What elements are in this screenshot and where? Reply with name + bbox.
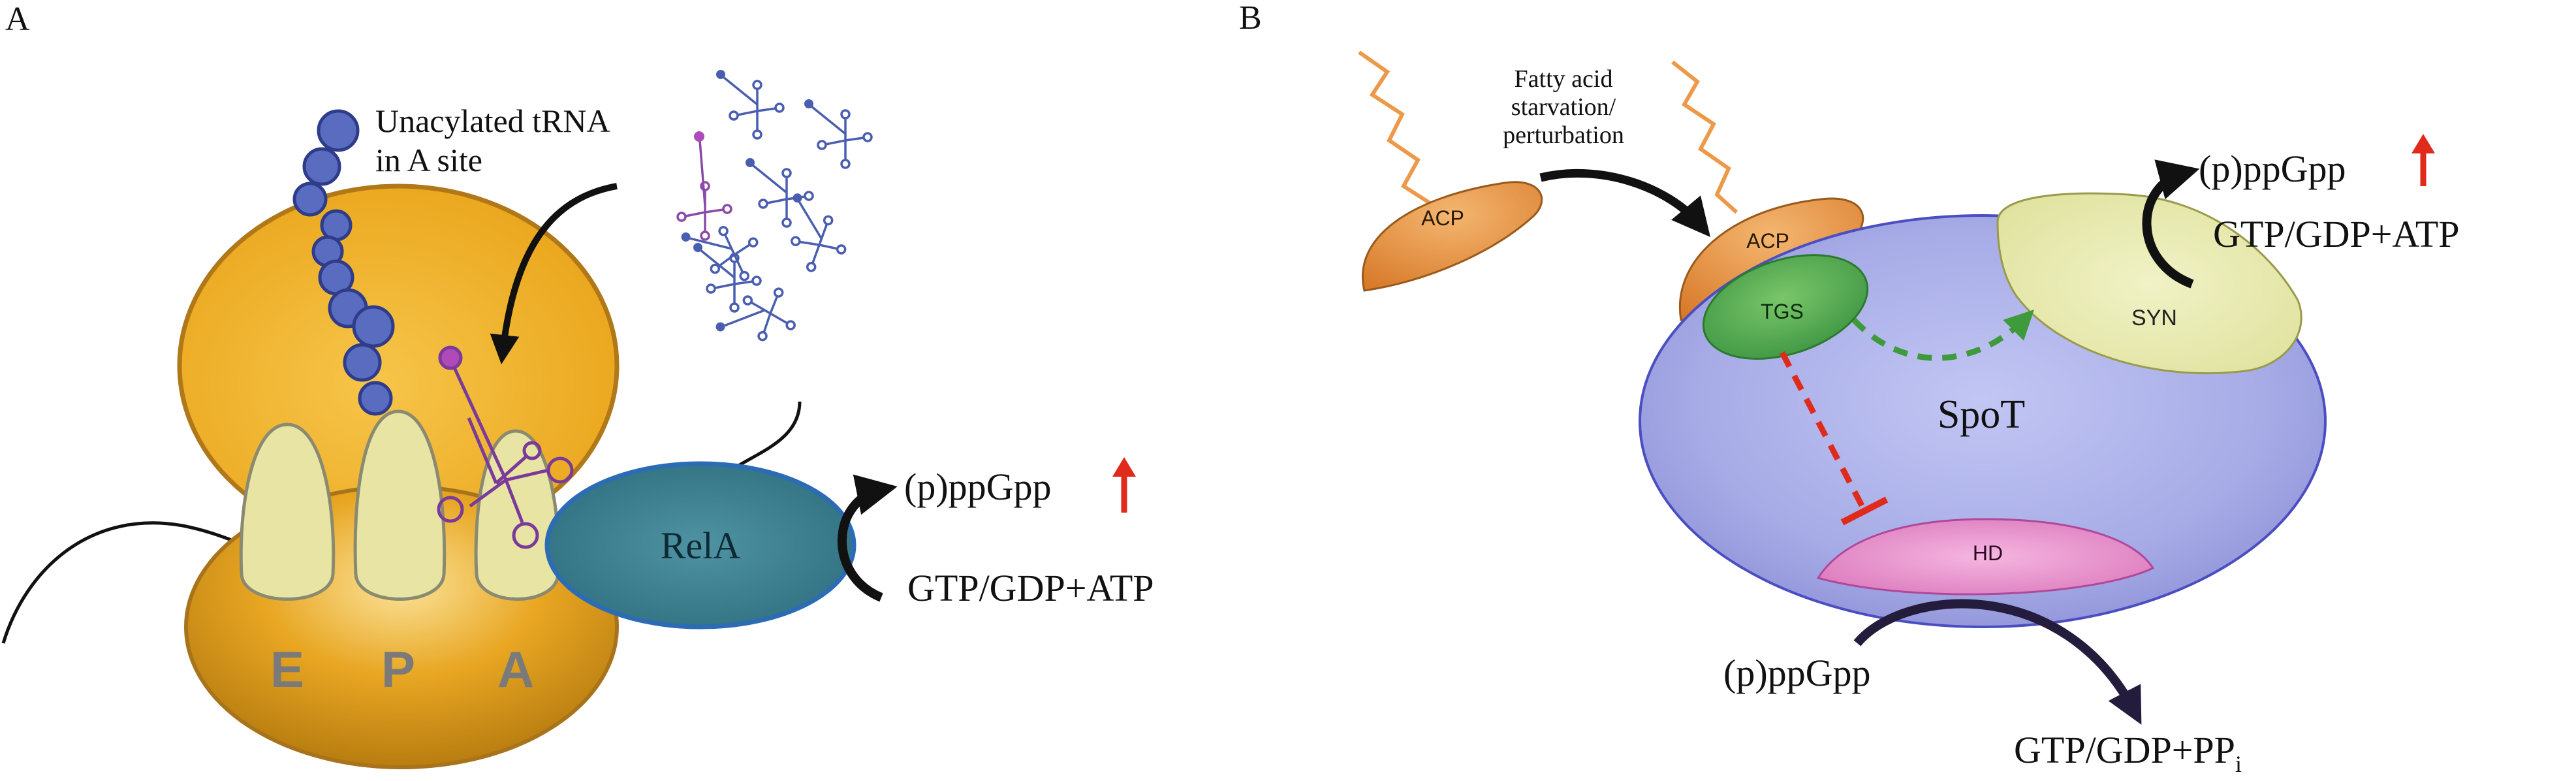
rela-substrate: GTP/GDP+ATP xyxy=(907,567,1154,609)
acp-bound-label: ACP xyxy=(1746,229,1789,253)
stress-text-line1: Fatty acid xyxy=(1515,65,1613,93)
hd-hydrolysis-arrow xyxy=(1853,599,2142,725)
trna-entry-arrow xyxy=(490,183,618,364)
spot-label: SpoT xyxy=(1938,392,2025,437)
site-p-pocket xyxy=(353,409,447,601)
peptide-chain xyxy=(292,109,395,416)
tgs-activates-syn-arrow xyxy=(1851,310,2034,361)
syn-synthesis-arrow xyxy=(2142,159,2200,289)
panel-b-label: B xyxy=(1239,0,1262,37)
hd-label: HD xyxy=(1973,541,2003,565)
acp-free-label: ACP xyxy=(1421,206,1464,230)
stress-arrow xyxy=(1539,169,1710,237)
syn-domain xyxy=(1996,192,2302,375)
panel-a: A E P A xyxy=(1,1,1154,769)
panel-b: B ACP Fatty acid starvation/ perturbatio… xyxy=(1239,0,2460,777)
trna-in-a-site xyxy=(437,345,574,549)
rela-product: (p)ppGpp xyxy=(904,466,1052,508)
hd-product: GTP/GDP+PPi xyxy=(2014,729,2242,777)
tgs-inhibits-hd-line xyxy=(1780,351,1866,511)
syn-substrate: GTP/GDP+ATP xyxy=(2213,213,2460,255)
rela-synthesis-arrow xyxy=(837,474,898,602)
site-a-label: A xyxy=(497,641,534,698)
syn-product: (p)ppGpp xyxy=(2199,148,2346,190)
panel-a-label: A xyxy=(5,1,30,38)
trna-label-line1: Unacylated tRNA xyxy=(375,103,610,139)
site-e-label: E xyxy=(270,641,304,698)
site-e-pocket xyxy=(239,422,336,601)
free-trna-cluster xyxy=(676,69,873,364)
hd-substrate: (p)ppGpp xyxy=(1723,652,1871,694)
trna-label-line2: in A site xyxy=(375,142,482,178)
stress-text-line2: starvation/ xyxy=(1511,93,1616,121)
rela-enzyme xyxy=(544,461,856,630)
syn-up-arrow xyxy=(2411,134,2435,186)
rela-up-arrow xyxy=(1112,457,1136,513)
tgs-label: TGS xyxy=(1761,300,1804,323)
syn-label: SYN xyxy=(2131,306,2177,330)
acp-bound-acyl-chain xyxy=(1671,60,1738,214)
mrna-strand xyxy=(1,521,255,644)
rela-label: RelA xyxy=(661,524,741,567)
tgs-domain xyxy=(1702,254,1869,360)
hd-domain xyxy=(1816,518,2155,596)
tgs-inhibits-hd-bar xyxy=(1840,496,1889,526)
site-p-label: P xyxy=(381,641,415,698)
acp-free xyxy=(1362,181,1543,292)
stress-text-line3: perturbation xyxy=(1503,121,1624,149)
